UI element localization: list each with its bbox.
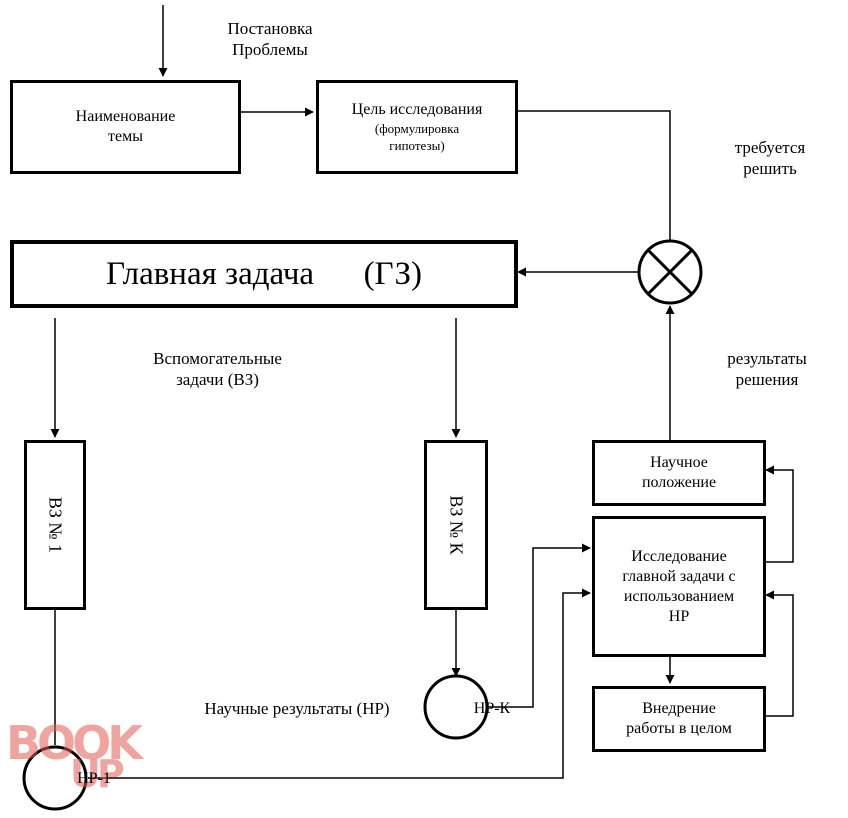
vzk-box: ВЗ № К: [424, 440, 488, 610]
vzk-label: ВЗ № К: [446, 495, 467, 555]
arrow-impl-to-research: [765, 590, 794, 717]
arrow-research-to-position: [765, 465, 794, 563]
scientific-position-box: Научное положение: [592, 440, 766, 506]
nrk-node-circle: [423, 674, 489, 740]
line-goal-to-junction: [518, 110, 671, 240]
scientific-results-label: Научные результаты (НР): [204, 699, 390, 718]
aux-tasks-label: Вспомогательные задачи (ВЗ): [153, 349, 282, 389]
vz1-box: ВЗ № 1: [24, 440, 86, 610]
main-task-research-box: Исследование главной задачи с использова…: [592, 516, 766, 657]
implementation-box: Внедрение работы в целом: [592, 686, 766, 752]
arrow-nr1-to-research: [88, 588, 591, 779]
watermark-logo-sub: UP: [70, 752, 125, 796]
main-task-box: Главная задача (ГЗ): [10, 240, 518, 308]
watermark-line1: BOOK: [6, 716, 143, 770]
main-task-title: Главная задача (ГЗ): [106, 255, 422, 292]
vz1-label: ВЗ № 1: [45, 496, 66, 554]
goal-box: Цель исследования (формулировка гипотезы…: [316, 80, 518, 174]
watermark-logo: BOOK: [6, 716, 143, 770]
nr1-node-circle: [22, 745, 88, 811]
nr1-node-label: НР-1: [77, 770, 111, 787]
requires-label: требуется решить: [734, 138, 806, 178]
topic-box: Наименование темы: [10, 80, 241, 174]
summing-junction-icon: [637, 239, 703, 305]
results-label: результаты решения: [727, 349, 807, 389]
problem-label: Постановка Проблемы: [227, 19, 313, 59]
arrow-nrk-to-research: [488, 543, 591, 708]
watermark-line2: UP: [70, 752, 125, 796]
nrk-node-label: НР-К: [473, 700, 511, 717]
